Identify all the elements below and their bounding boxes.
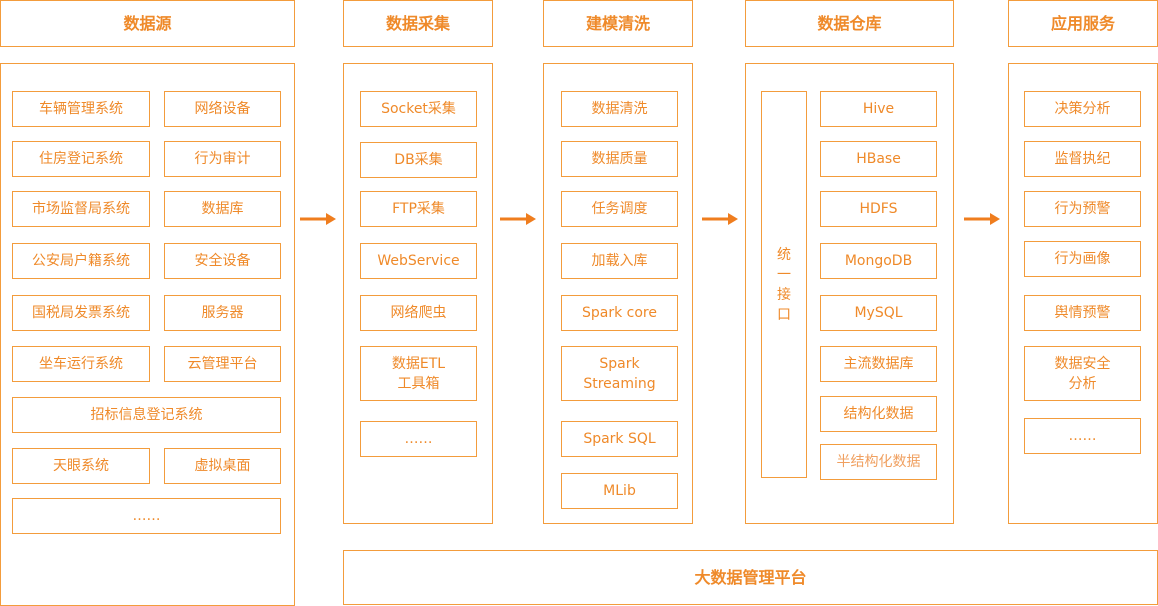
model-spark-streaming: Spark Streaming: [561, 346, 678, 401]
service-behavior-warning: 行为预警: [1024, 191, 1141, 227]
source-tianyan-system: 天眼系统: [12, 448, 150, 484]
service-more: ……: [1024, 418, 1141, 454]
source-vehicle-system: 车辆管理系统: [12, 91, 150, 127]
collect-etl-toolbox: 数据ETL 工具箱: [360, 346, 477, 401]
source-security-device: 安全设备: [164, 243, 281, 279]
service-behavior-portrait: 行为画像: [1024, 241, 1141, 277]
panel-application-service: [1008, 63, 1158, 524]
collect-more: ……: [360, 421, 477, 457]
source-police-system: 公安局户籍系统: [12, 243, 150, 279]
source-bus-system: 坐车运行系统: [12, 346, 150, 382]
service-supervision: 监督执纪: [1024, 141, 1141, 177]
service-data-security-analysis: 数据安全 分析: [1024, 346, 1141, 401]
arrow-right-icon: [702, 213, 738, 225]
warehouse-structured-data: 结构化数据: [820, 396, 937, 432]
warehouse-hive: Hive: [820, 91, 937, 127]
header-data-warehouse: 数据仓库: [745, 0, 954, 47]
source-behavior-audit: 行为审计: [164, 141, 281, 177]
arrow-right-icon: [964, 213, 1000, 225]
header-application-service: 应用服务: [1008, 0, 1158, 47]
collect-webservice: WebService: [360, 243, 477, 279]
model-spark-streaming-line2: Streaming: [583, 375, 656, 392]
header-modeling-cleaning: 建模清洗: [543, 0, 693, 47]
collect-ftp: FTP采集: [360, 191, 477, 227]
arrow-right-icon: [500, 213, 536, 225]
service-decision-analysis: 决策分析: [1024, 91, 1141, 127]
unified-char-4: 口: [777, 306, 791, 323]
model-data-quality: 数据质量: [561, 141, 678, 177]
source-network-device: 网络设备: [164, 91, 281, 127]
service-security-line1: 数据安全: [1054, 355, 1111, 372]
collect-db: DB采集: [360, 142, 477, 178]
service-security-line2: 分析: [1068, 375, 1097, 392]
warehouse-mainstream-db: 主流数据库: [820, 346, 937, 382]
collect-etl-line2: 工具箱: [397, 375, 440, 392]
unified-char-3: 接: [777, 286, 791, 303]
model-load-storage: 加载入库: [561, 243, 678, 279]
warehouse-semi-structured-data: 半结构化数据: [820, 444, 937, 480]
collect-etl-line1: 数据ETL: [391, 355, 446, 372]
warehouse-mysql: MySQL: [820, 295, 937, 331]
big-data-management-platform: 大数据管理平台: [343, 550, 1158, 605]
header-data-source: 数据源: [0, 0, 295, 47]
unified-char-1: 统: [777, 246, 791, 263]
source-cloud-platform: 云管理平台: [164, 346, 281, 382]
source-database: 数据库: [164, 191, 281, 227]
header-data-collection: 数据采集: [343, 0, 493, 47]
warehouse-unified-interface: 统 一 接 口: [761, 91, 807, 478]
source-bidding-system: 招标信息登记系统: [12, 397, 281, 433]
model-spark-core: Spark core: [561, 295, 678, 331]
source-market-system: 市场监督局系统: [12, 191, 150, 227]
model-spark-sql: Spark SQL: [561, 421, 678, 457]
source-virtual-desktop: 虚拟桌面: [164, 448, 281, 484]
service-opinion-warning: 舆情预警: [1024, 295, 1141, 331]
model-spark-streaming-line1: Spark: [599, 355, 640, 372]
arrow-right-icon: [300, 213, 336, 225]
collect-socket: Socket采集: [360, 91, 477, 127]
model-task-scheduling: 任务调度: [561, 191, 678, 227]
source-more: ……: [12, 498, 281, 534]
source-housing-system: 住房登记系统: [12, 141, 150, 177]
source-server: 服务器: [164, 295, 281, 331]
collect-crawler: 网络爬虫: [360, 295, 477, 331]
warehouse-hdfs: HDFS: [820, 191, 937, 227]
warehouse-mongodb: MongoDB: [820, 243, 937, 279]
model-data-cleaning: 数据清洗: [561, 91, 678, 127]
model-mlib: MLib: [561, 473, 678, 509]
source-tax-system: 国税局发票系统: [12, 295, 150, 331]
unified-char-2: 一: [777, 266, 791, 283]
warehouse-hbase: HBase: [820, 141, 937, 177]
